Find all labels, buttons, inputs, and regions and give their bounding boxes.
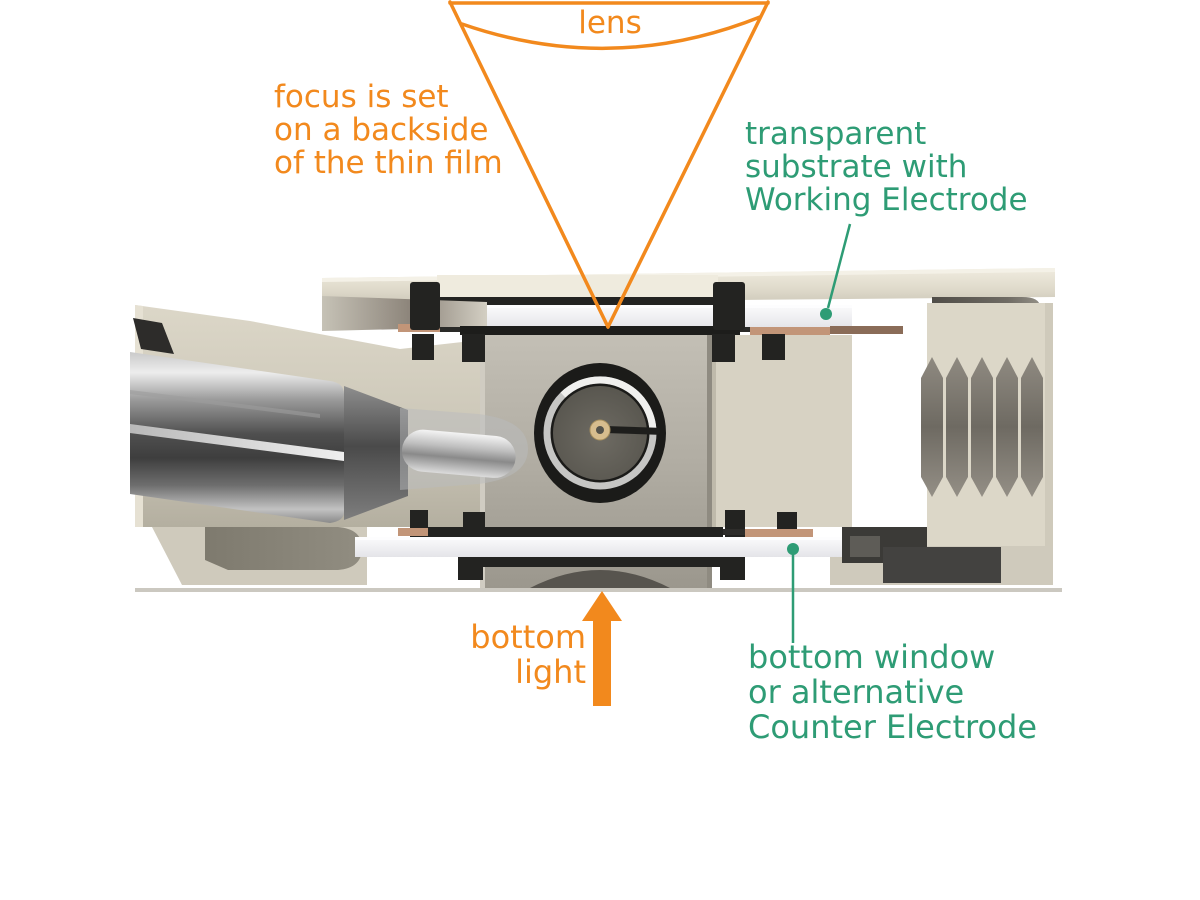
- probe-silver-stripe: [130, 424, 344, 461]
- central-column-shadow: [707, 335, 712, 588]
- top-plate-seal-line: [437, 297, 720, 305]
- bottom-light-note-line2: light: [515, 653, 586, 691]
- counter-electrode-pointer-dot: [787, 543, 799, 555]
- working-electrode-film: [460, 326, 740, 335]
- observation-window: [534, 363, 666, 503]
- working-electrode-note-line1: transparent: [745, 116, 927, 152]
- counter-electrode-note-line1: bottom window: [748, 638, 996, 676]
- counter-electrode-pointer: [787, 543, 799, 643]
- bottom-right-step-2: [883, 547, 1001, 583]
- bottom-light-note: bottom light: [400, 620, 586, 690]
- cone-right-line: [606, 0, 770, 329]
- bottom-light-port-arch: [530, 570, 670, 588]
- arrow-head: [582, 591, 622, 621]
- working-electrode-note: transparent substrate with Working Elect…: [745, 118, 1028, 217]
- working-electrode-pointer-dot: [820, 308, 832, 320]
- cell-body-render: [130, 268, 1062, 592]
- working-electrode-pointer-line: [826, 223, 852, 309]
- cell-bottom-edge: [135, 588, 1062, 592]
- focus-note: focus is set on a backside of the thin f…: [274, 81, 503, 180]
- probe-barrel: [130, 352, 344, 523]
- cone-left-line: [448, 0, 610, 329]
- probe-metal-tip: [401, 429, 516, 478]
- lens-label-text: lens: [578, 5, 642, 41]
- right-body-shadow-line: [712, 335, 716, 527]
- lens-label: lens: [452, 7, 768, 40]
- counter-electrode-note-line3: Counter Electrode: [748, 708, 1038, 746]
- counter-electrode-note: bottom window or alternative Counter Ele…: [748, 640, 1037, 745]
- bottom-left-shadow-recess: [205, 527, 362, 570]
- working-electrode-pointer: [820, 223, 852, 320]
- working-electrode-note-line3: Working Electrode: [745, 182, 1028, 218]
- focus-note-line1: focus is set: [274, 79, 449, 115]
- contact-tab: [830, 326, 903, 334]
- bottom-contact-strip-right: [745, 529, 813, 537]
- working-electrode-note-line2: substrate with: [745, 149, 968, 185]
- contact-strip-right: [750, 327, 830, 335]
- top-plate-recess: [437, 275, 718, 297]
- arrow-shaft: [593, 619, 611, 706]
- bottom-right-step-inset: [850, 536, 880, 557]
- right-body-block: [712, 335, 852, 527]
- lens-curve: [460, 15, 762, 51]
- bottom-seal-line-lower: [458, 557, 743, 567]
- thread-profile: [921, 357, 1043, 497]
- top-gasket-seals: [410, 282, 785, 362]
- probe-port-seal: [133, 318, 174, 354]
- reference-electrode-probe: [130, 352, 528, 523]
- electrode-wire: [605, 426, 661, 435]
- lens-focus-cone: [448, 0, 770, 329]
- top-substrate-assembly: [322, 282, 903, 362]
- bottom-window-glass: [355, 537, 842, 557]
- counter-electrode-note-line2: or alternative: [748, 673, 965, 711]
- focus-note-line2: on a backside: [274, 112, 489, 148]
- substrate-top-highlight: [360, 305, 852, 308]
- gold-contact-hole: [596, 426, 604, 434]
- clamp-ring-edge: [322, 296, 487, 331]
- bottom-contact-strip-left: [398, 528, 428, 536]
- bottom-light-note-line1: bottom: [470, 618, 586, 656]
- focus-note-line3: of the thin film: [274, 145, 503, 181]
- bottom-window-assembly: [355, 510, 842, 580]
- bottom-window-highlight: [355, 537, 842, 540]
- bottom-seal-block-left: [458, 557, 483, 580]
- probe-wire-highlight: [130, 390, 320, 418]
- bottom-light-arrow: [582, 591, 622, 706]
- probe-neck: [344, 386, 408, 520]
- annotation-layer: [448, 0, 852, 706]
- bottom-seal-block-right: [720, 557, 745, 580]
- bottom-seal-line-upper: [427, 527, 723, 537]
- threaded-block-edge: [1045, 303, 1053, 546]
- window-ring-highlight: [560, 376, 657, 434]
